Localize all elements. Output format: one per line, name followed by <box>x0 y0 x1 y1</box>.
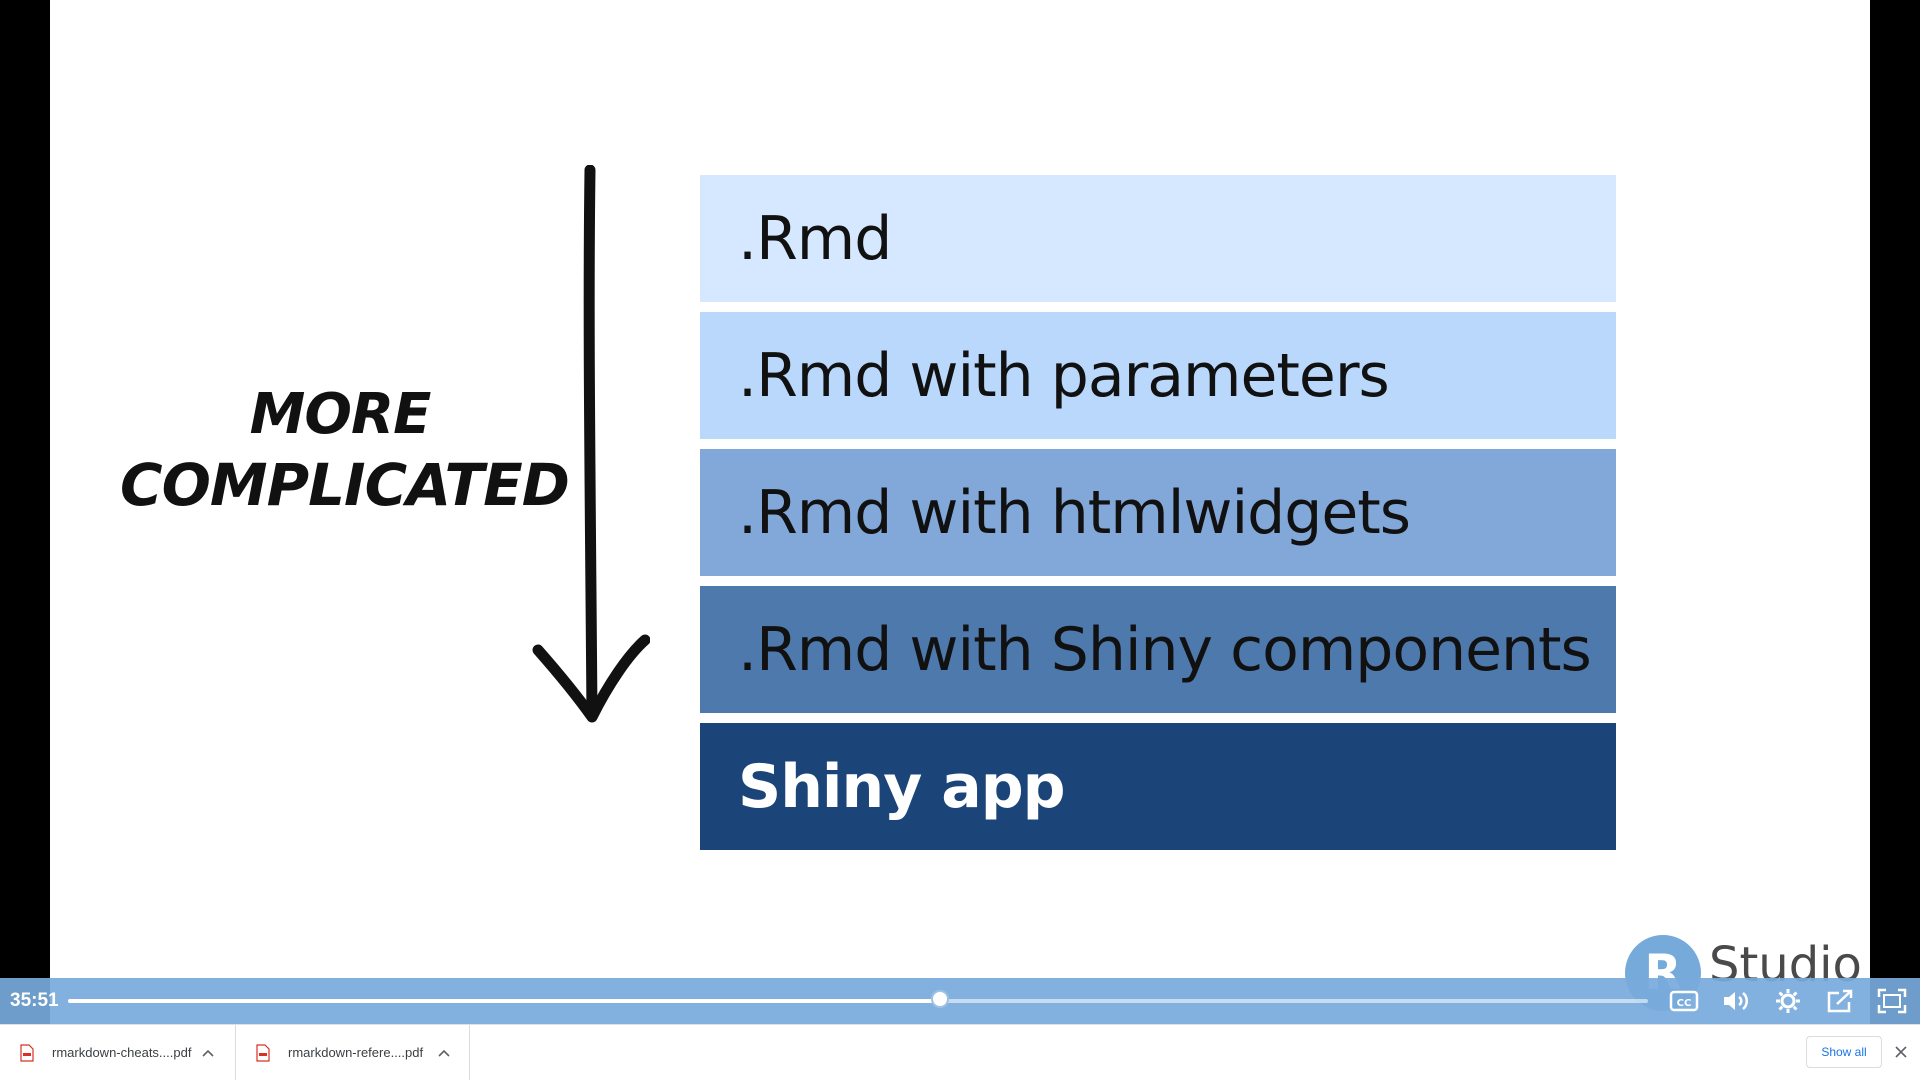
progress-thumb[interactable] <box>931 990 950 1008</box>
show-all-button[interactable]: Show all <box>1806 1036 1882 1068</box>
pdf-file-icon <box>256 1043 270 1062</box>
layer-label: .Rmd with Shiny components <box>738 614 1592 685</box>
layer-label: .Rmd with htmlwidgets <box>738 477 1411 548</box>
layer-rmd-parameters: .Rmd with parameters <box>700 312 1616 439</box>
down-arrow-icon <box>532 165 650 723</box>
complexity-stack: .Rmd .Rmd with parameters .Rmd with html… <box>700 175 1616 850</box>
cc-button[interactable]: CC <box>1666 985 1702 1017</box>
download-filename: rmarkdown-refere....pdf <box>288 1045 424 1060</box>
pdf-file-icon <box>20 1043 34 1062</box>
player-controls: 35:51 CC <box>0 978 1920 1024</box>
popout-icon <box>1827 989 1853 1013</box>
volume-button[interactable] <box>1718 985 1754 1017</box>
layer-shiny-app: Shiny app <box>700 723 1616 850</box>
volume-icon <box>1724 992 1748 1010</box>
layer-rmd-htmlwidgets: .Rmd with htmlwidgets <box>700 449 1616 576</box>
complexity-label-line2: COMPLICATED <box>120 451 570 519</box>
chevron-up-icon[interactable] <box>434 1043 454 1063</box>
layer-label: .Rmd with parameters <box>738 340 1390 411</box>
svg-text:CC: CC <box>1677 998 1692 1009</box>
download-filename: rmarkdown-cheats....pdf <box>52 1045 192 1060</box>
layer-rmd-shiny-components: .Rmd with Shiny components <box>700 586 1616 713</box>
fullscreen-icon <box>1877 988 1907 1014</box>
progress-fill <box>68 999 941 1003</box>
slide: MORE COMPLICATED .Rmd .Rmd with paramete… <box>50 0 1870 1024</box>
download-item[interactable]: rmarkdown-cheats....pdf <box>0 1025 236 1080</box>
download-bar: rmarkdown-cheats....pdf rmarkdown-refere… <box>0 1024 1920 1080</box>
fullscreen-button[interactable] <box>1874 985 1910 1017</box>
popout-button[interactable] <box>1822 985 1858 1017</box>
video-player[interactable]: MORE COMPLICATED .Rmd .Rmd with paramete… <box>0 0 1920 1024</box>
complexity-label: MORE COMPLICATED <box>120 380 570 520</box>
download-item[interactable]: rmarkdown-refere....pdf <box>236 1025 470 1080</box>
chevron-up-icon[interactable] <box>198 1043 218 1063</box>
settings-icon <box>1776 989 1800 1013</box>
layer-rmd: .Rmd <box>700 175 1616 302</box>
close-icon[interactable] <box>1890 1041 1912 1063</box>
layer-label: Shiny app <box>738 751 1066 822</box>
cc-icon: CC <box>1669 990 1699 1012</box>
current-time: 35:51 <box>10 990 59 1011</box>
progress-bar[interactable] <box>68 990 1648 1008</box>
settings-button[interactable] <box>1770 985 1806 1017</box>
complexity-label-line1: MORE <box>249 382 432 447</box>
layer-label: .Rmd <box>738 203 892 274</box>
